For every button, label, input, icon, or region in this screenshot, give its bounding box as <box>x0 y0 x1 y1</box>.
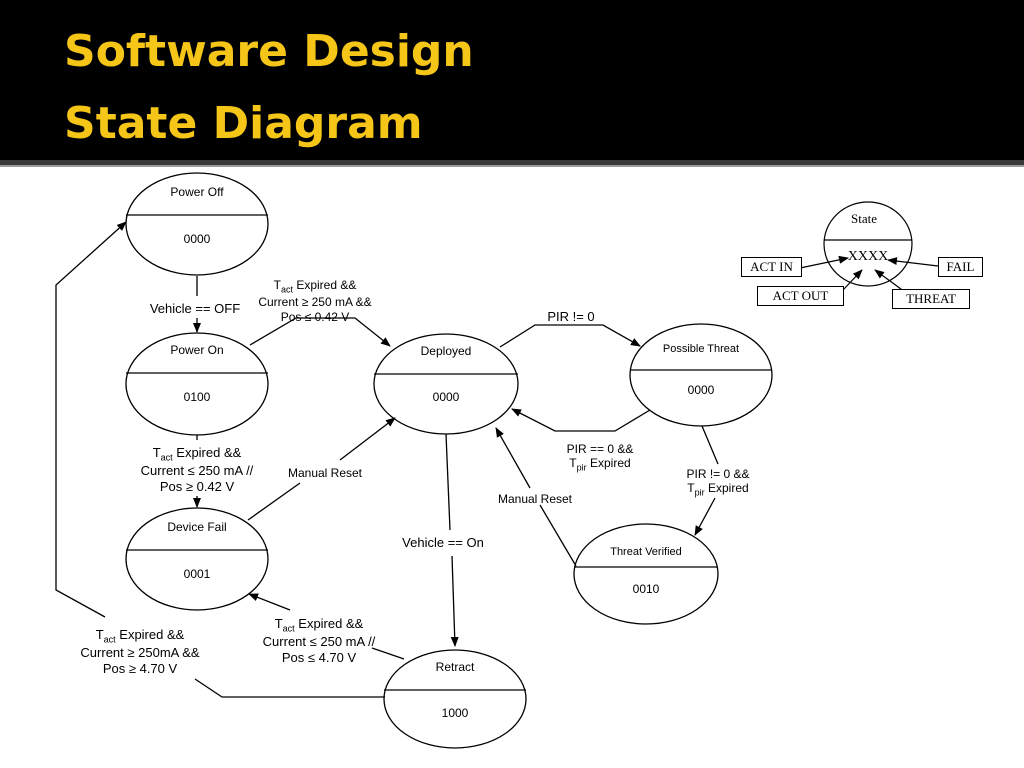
legend-arrow-act-in <box>799 255 849 269</box>
arrow-device-fail-to-deployed <box>247 418 395 521</box>
transition-label-manual-reset-fail: Manual Reset <box>287 466 363 480</box>
transition-label-retract-to-power-off: Tact Expired && Current ≥ 250mA && Pos ≥… <box>80 627 200 676</box>
title-divider <box>0 160 1024 165</box>
transition-label-vehicle-on: Vehicle == On <box>402 535 484 550</box>
arrow-retract-to-power-off <box>55 222 385 698</box>
legend-arrow-threat <box>874 269 906 293</box>
legend-code-label: XXXX <box>847 249 889 264</box>
arrow-threat-verified-to-deployed <box>496 428 577 567</box>
slide-title-line2: State Diagram <box>64 98 423 149</box>
state-device-fail-code: 0001 <box>183 567 211 581</box>
state-threat-verified-name: Threat Verified <box>610 546 682 558</box>
state-power-on-name: Power On <box>170 343 224 357</box>
arrow-deployed-to-retract <box>446 433 455 646</box>
state-deployed-name: Deployed <box>420 344 472 358</box>
transition-label-retract-to-fail: Tact Expired && Current ≤ 250 mA // Pos … <box>262 616 376 665</box>
transition-label-pir-nonzero: PIR != 0 <box>547 309 595 324</box>
legend-arrow-fail <box>887 257 939 267</box>
slide-title-line1: Software Design <box>64 26 474 77</box>
state-threat-verified <box>573 523 719 625</box>
legend-act-in-box: ACT IN <box>741 257 802 277</box>
state-power-off-code: 0000 <box>183 232 211 246</box>
title-divider-light <box>0 165 1024 167</box>
state-power-on-code: 0100 <box>183 390 211 404</box>
state-retract-code: 1000 <box>441 706 469 720</box>
transition-label-power-on-to-fail: Tact Expired && Current ≤ 250 mA // Pos … <box>140 445 254 494</box>
transition-label-vehicle-off: Vehicle == OFF <box>149 301 241 316</box>
state-threat-verified-code: 0010 <box>632 582 660 596</box>
arrow-retract-to-device-fail <box>249 594 405 660</box>
state-device-fail-name: Device Fail <box>167 520 227 534</box>
legend-threat-box: THREAT <box>892 289 970 309</box>
state-possible-threat-code: 0000 <box>687 383 715 397</box>
legend-fail-box: FAIL <box>938 257 983 277</box>
title-bar <box>0 0 1024 160</box>
state-possible-threat <box>629 323 773 427</box>
arrow-possible-threat-to-threat-verified <box>695 425 719 535</box>
arrow-deployed-to-possible-threat <box>499 324 641 348</box>
state-deployed-code: 0000 <box>432 390 460 404</box>
arrow-possible-threat-to-deployed <box>511 408 651 432</box>
transition-label-manual-reset-threat: Manual Reset <box>497 492 573 506</box>
arrow-power-on-to-deployed <box>249 317 391 347</box>
legend-act-out-box: ACT OUT <box>757 286 844 306</box>
transition-label-pir-zero-expired: PIR == 0 && Tpir Expired <box>566 442 634 473</box>
legend-arrow-act-out <box>842 269 863 291</box>
transition-label-pir-nonzero-expired: PIR != 0 && Tpir Expired <box>686 467 750 498</box>
state-retract-name: Retract <box>435 660 475 674</box>
legend-state-label: State <box>851 211 877 226</box>
state-possible-threat-name: Possible Threat <box>662 343 740 355</box>
state-power-off-name: Power Off <box>170 185 224 199</box>
transition-label-power-on-to-deployed: Tact Expired && Current ≥ 250 mA && Pos … <box>258 278 372 324</box>
